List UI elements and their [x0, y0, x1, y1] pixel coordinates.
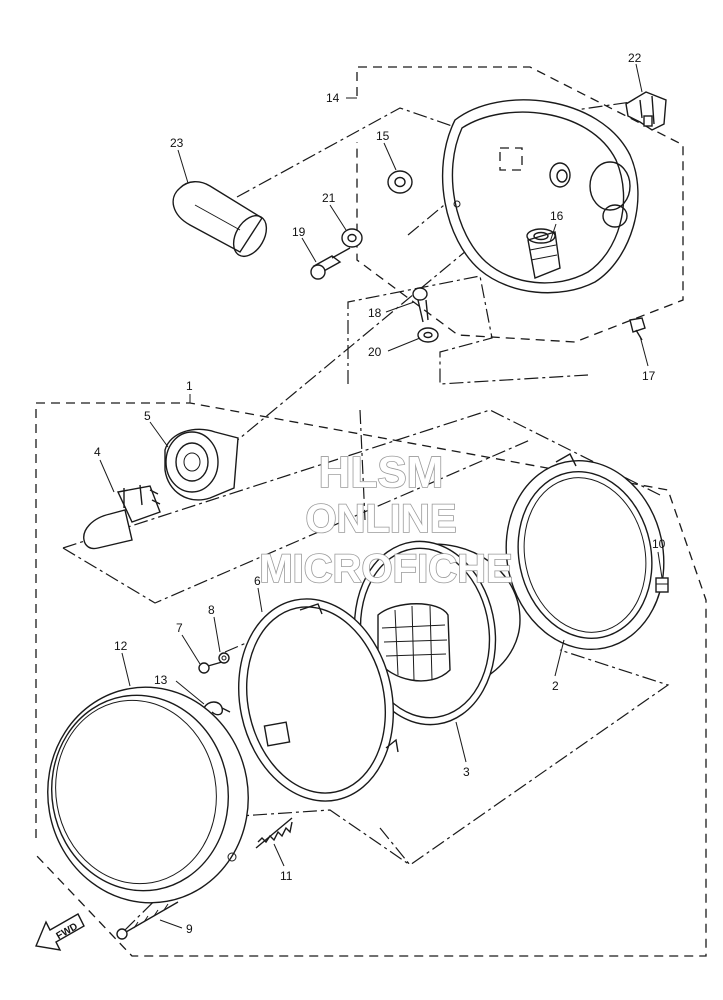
screw-7 — [198, 661, 223, 674]
watermark-line-3: MICROFICHE — [259, 547, 512, 591]
part-number-22: 22 — [628, 51, 642, 65]
part-number-2: 2 — [552, 679, 559, 693]
front-rim-12 — [47, 686, 249, 904]
watermark-line-1: HLSM — [319, 448, 444, 497]
part-number-8: 8 — [208, 603, 215, 617]
part-number-labels: 14 22 23 15 21 19 16 18 20 17 1 5 4 6 10… — [94, 51, 666, 936]
assembly-outlines — [35, 66, 707, 957]
bulb-4 — [83, 484, 161, 550]
part-number-11: 11 — [280, 869, 293, 883]
part-number-19: 19 — [292, 225, 306, 239]
part-number-23: 23 — [170, 136, 184, 150]
ring-6 — [237, 598, 399, 802]
part-number-13: 13 — [154, 673, 168, 687]
washer-8 — [218, 652, 230, 664]
screw-9 — [116, 901, 179, 940]
part-number-21: 21 — [322, 191, 336, 205]
fwd-label: FWD — [55, 921, 80, 942]
part-number-16: 16 — [550, 209, 564, 223]
part-number-20: 20 — [368, 345, 382, 359]
socket-5 — [164, 428, 239, 501]
part-number-5: 5 — [144, 409, 151, 423]
rim-2 — [505, 453, 665, 651]
part-number-3: 3 — [463, 765, 470, 779]
part-number-18: 18 — [368, 306, 382, 320]
part-number-17: 17 — [642, 369, 656, 383]
outline-group-14 — [356, 66, 684, 343]
part-number-14: 14 — [326, 91, 340, 105]
leader-lines — [99, 63, 663, 929]
part-number-6: 6 — [254, 574, 261, 588]
collar-21 — [341, 228, 363, 248]
nut-10 — [655, 577, 669, 593]
part-number-1: 1 — [186, 379, 193, 393]
watermark: HLSM ONLINE MICROFICHE — [259, 447, 514, 592]
grommet-16 — [526, 228, 561, 279]
bolt-18 — [412, 287, 429, 323]
part-number-15: 15 — [376, 129, 390, 143]
outline-group-1 — [35, 402, 707, 957]
watermark-line-2: ONLINE — [305, 497, 456, 541]
part-number-7: 7 — [176, 621, 183, 635]
headlight-housing — [441, 99, 639, 294]
part-number-9: 9 — [186, 922, 193, 936]
spring-11 — [255, 817, 293, 849]
clip-13 — [203, 701, 231, 716]
part-number-12: 12 — [114, 639, 128, 653]
washer-20 — [417, 327, 439, 343]
part-number-4: 4 — [94, 445, 101, 459]
bolt-19 — [310, 247, 351, 280]
screw-17 — [629, 317, 646, 341]
sleeve-23 — [172, 181, 268, 257]
clamp-22 — [625, 91, 667, 131]
grommet-15 — [387, 170, 413, 194]
part-number-10: 10 — [652, 537, 666, 551]
fwd-arrow: FWD — [35, 913, 85, 951]
